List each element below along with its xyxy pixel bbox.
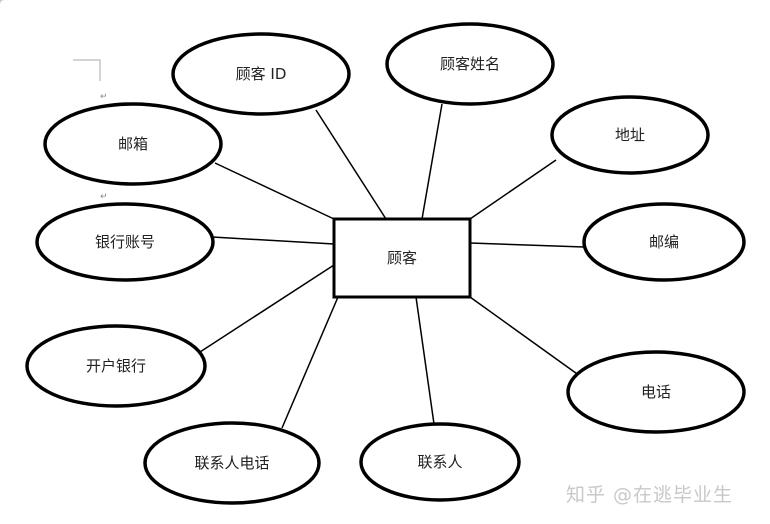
page-corner-mark [73, 59, 101, 81]
watermark: 知乎 @在逃毕业生 [566, 484, 734, 506]
attribute-label: 顾客姓名 [440, 55, 500, 73]
attribute-label: 顾客 ID [236, 65, 287, 83]
relation-line [469, 159, 557, 220]
attribute-ellipse [550, 95, 710, 175]
relation-line [211, 236, 335, 245]
attribute-label: 银行账号 [95, 233, 155, 251]
attribute-ellipse [35, 202, 215, 282]
paragraph-mark: ↵ [100, 192, 108, 202]
attribute-label: 开户银行 [86, 357, 146, 375]
relation-line [469, 296, 581, 377]
attribute-label: 联系人电话 [194, 454, 269, 472]
attribute-label: 邮编 [649, 233, 679, 251]
attribute-ellipse [171, 32, 351, 116]
attribute-label: 邮箱 [118, 135, 148, 153]
relation-line [469, 242, 585, 248]
page-corner-mark-top [0, 0, 3, 3]
relation-line [214, 162, 335, 220]
entity-label: 顾客 [387, 249, 417, 267]
attribute-label: 联系人 [417, 453, 462, 471]
attribute-label: 电话 [641, 383, 671, 401]
attribute-label: 地址 [615, 126, 645, 144]
attribute-ellipse [25, 324, 207, 408]
relation-line [315, 109, 387, 220]
attribute-ellipse [143, 421, 321, 505]
entity-customer-box [332, 217, 472, 299]
attribute-ellipse [385, 22, 555, 106]
attribute-ellipse [359, 422, 521, 502]
attribute-ellipse [566, 350, 746, 434]
relation-line [415, 296, 435, 425]
attribute-ellipse [43, 102, 223, 186]
relation-line [421, 103, 443, 220]
paragraph-mark: ↵ [100, 92, 108, 102]
attribute-ellipse [582, 202, 746, 282]
relation-line [281, 296, 339, 429]
relation-line [199, 264, 335, 353]
